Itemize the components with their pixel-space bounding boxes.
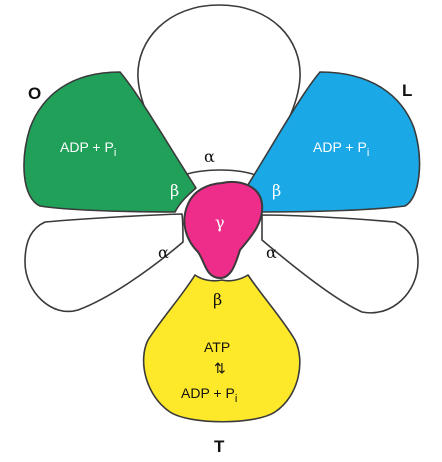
atp-label: ATP [204,339,230,355]
alpha-label-left: α [158,243,169,262]
alpha-label-top: α [204,147,215,166]
adp-pi-label-loose: ADP + Pi [313,139,369,159]
equilibrium-arrows: ⇅ [214,360,226,376]
site-label-loose: L [402,81,412,100]
gamma-subunit [183,181,264,280]
alpha-subunit-left [24,213,184,313]
site-label-tight: T [214,437,225,456]
beta-label-open: β [170,181,179,200]
alpha-label-right: α [266,243,277,262]
beta-subunit-tight [142,274,301,423]
adp-pi-label-tight: ADP + Pi [181,385,237,405]
beta-label-tight: β [213,290,222,309]
adp-pi-label-open: ADP + Pi [60,139,116,159]
beta-label-loose: β [272,181,281,200]
beta-subunit-open [23,71,197,213]
site-label-open: O [28,84,41,103]
gamma-label: γ [215,213,225,232]
alpha-subunit-right [261,214,419,314]
